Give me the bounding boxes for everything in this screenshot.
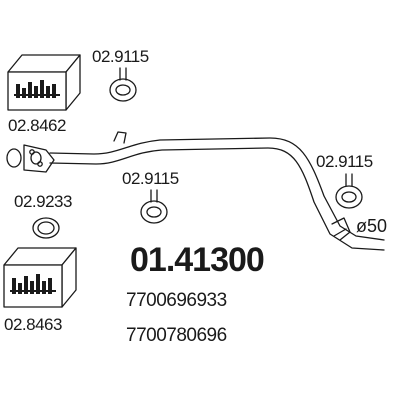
part-label-hanger-top: 02.9115 [92, 47, 149, 66]
oem-number-2: 7700780696 [126, 325, 227, 346]
pipe-diameter-label: ø50 [356, 216, 387, 236]
front-flange [6, 144, 55, 173]
bolt-kit-icon [10, 274, 56, 294]
mounting-kit-box-bottom [3, 247, 77, 308]
rubber-hanger-right [335, 173, 363, 209]
part-label-hanger-middle: 02.9115 [122, 169, 179, 188]
exhaust-pipe [6, 131, 385, 251]
part-label-box-bottom: 02.8463 [4, 315, 62, 334]
bolt-kit-icon [14, 80, 60, 98]
gasket-ring [32, 217, 60, 239]
part-label-box-top: 02.8462 [8, 116, 66, 135]
mounting-kit-box-top [7, 54, 81, 111]
rubber-hanger-middle [140, 189, 168, 224]
oem-number-1: 7700696933 [126, 290, 227, 311]
rubber-hanger-top [109, 67, 137, 102]
main-part-number: 01.41300 [130, 241, 264, 279]
part-label-hanger-right: 02.9115 [316, 152, 373, 171]
part-label-gasket: 02.9233 [14, 192, 72, 211]
